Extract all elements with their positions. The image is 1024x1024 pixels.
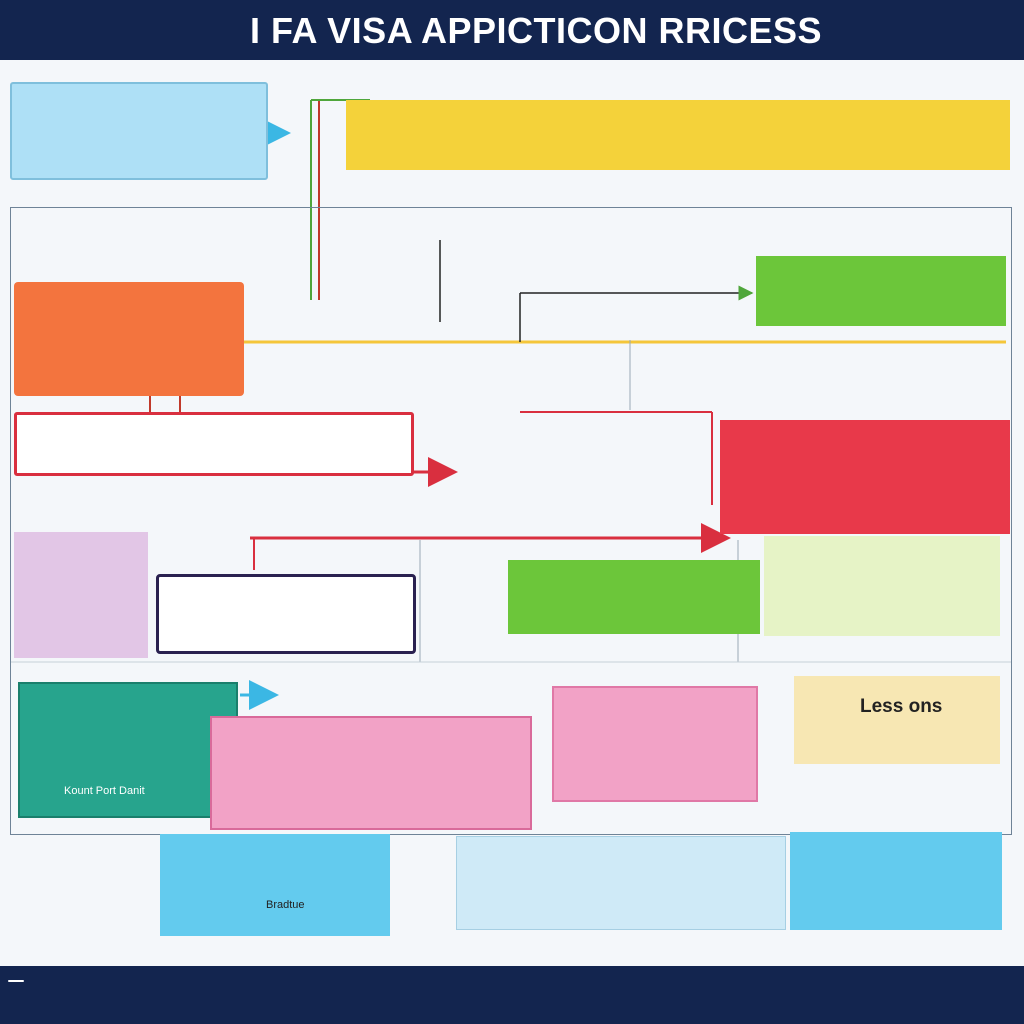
- node-lightgreen-right: [764, 536, 1000, 636]
- diagram-frame: [10, 207, 1012, 835]
- footer-logo: [8, 980, 24, 982]
- node-pink-center: [552, 686, 758, 802]
- node-blue-top: [10, 82, 268, 180]
- node-white-center: [156, 574, 416, 654]
- footer-bar: [0, 966, 1024, 1024]
- page-title: I FA VISA APPICTICON RRICESS: [250, 10, 823, 51]
- node-red-outline: [14, 412, 414, 476]
- node-cyan-bottom-left: Bradtue: [160, 834, 390, 936]
- header-bar: I FA VISA APPICTICON RRICESS: [0, 0, 1024, 60]
- node-lessons: Less ons: [794, 676, 1000, 764]
- node-red-right: [720, 420, 1010, 534]
- node-orange-left: [14, 282, 244, 396]
- node-lightblue-bottom: [456, 836, 786, 930]
- node-purple-left: [14, 532, 148, 658]
- node-green-right-top: [756, 256, 1006, 326]
- node-pink-feature: [210, 716, 532, 830]
- node-teal-bottom-left: Kount Port Danit: [18, 682, 238, 818]
- node-cyan-bottom-right: [790, 832, 1002, 930]
- node-green-mid: [508, 560, 760, 634]
- node-yellow-top: [346, 100, 1010, 170]
